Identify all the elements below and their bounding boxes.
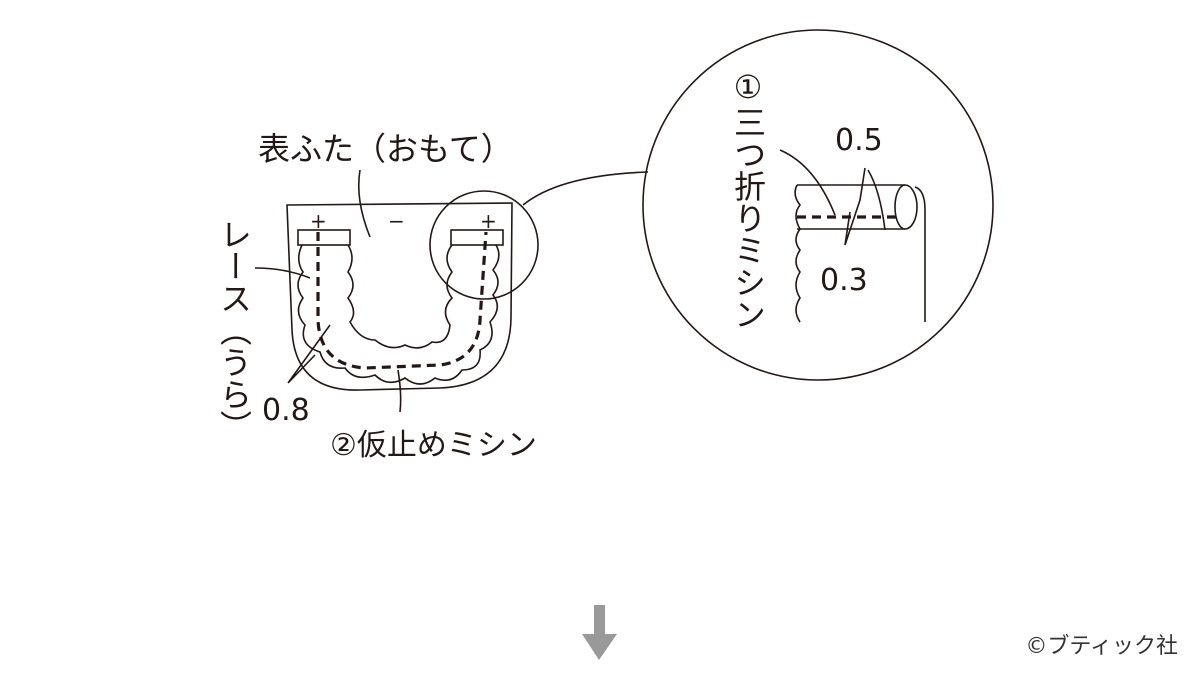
left-tab (297, 229, 351, 246)
plus-left: + (310, 209, 327, 233)
lid-leader (357, 169, 371, 238)
dim08-leaders (287, 324, 331, 384)
step1-leader (779, 149, 836, 216)
lid-outline (286, 202, 513, 391)
detail-circle-small (429, 190, 539, 300)
dim-03-label: 0.3 (820, 263, 868, 298)
lace-scallops (297, 244, 500, 385)
right-tab (450, 229, 504, 246)
baste-stitch (316, 231, 488, 370)
detail-circle-large (642, 29, 994, 381)
plus-right: + (480, 209, 497, 233)
step2-leader (397, 369, 402, 413)
dim-05-label: 0.5 (835, 123, 883, 158)
lace-label: レース（うら） (215, 218, 253, 442)
step1-label: ①三つ折りミシン (729, 68, 767, 330)
minus-mark: − (388, 209, 405, 233)
down-arrow-icon (582, 605, 617, 660)
fold-roll (894, 184, 926, 322)
front-lid-label: 表ふた（おもて） (258, 130, 513, 168)
dim-leaders (844, 167, 866, 246)
lace-edge (794, 184, 802, 323)
copyright-text: ©ブティック社 (1025, 634, 1178, 659)
dim-08-label: 0.8 (262, 393, 310, 428)
lace-leader (254, 267, 311, 279)
step2-label: ②仮止めミシン (330, 428, 537, 463)
connector-line (522, 171, 649, 206)
fold-edge (797, 184, 918, 230)
